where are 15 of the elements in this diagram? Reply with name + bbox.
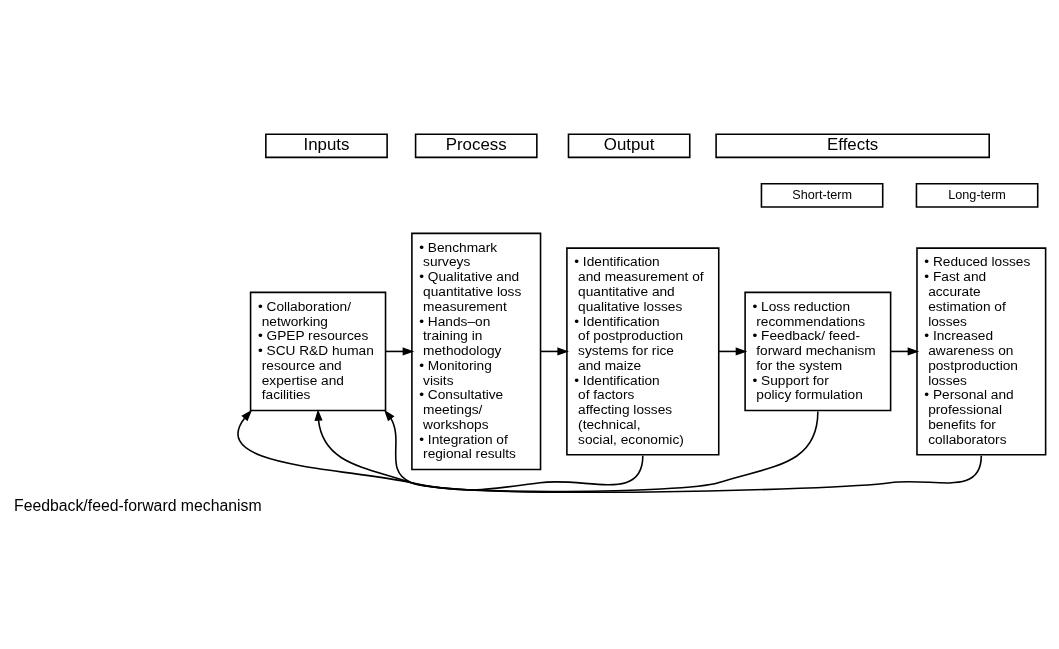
node-box: • Benchmark surveys • Qualitative and quantitative loss measurement • Hands–on training in methodology • Monitoring visits • Consultative meetings/ workshops • Integration of regional results: [411, 232, 542, 470]
node-box: Effects: [715, 132, 990, 158]
arrow: [237, 409, 644, 491]
arrow: [314, 408, 983, 493]
node-box: • Identification and measurement of quantitative and qualitative losses • Identification of postproduction systems for rice and maize • Identification of factors affecting losses (technical, social, economic): [566, 246, 720, 456]
arrow: [384, 409, 819, 492]
node-box: Output: [567, 132, 691, 158]
node-box: Process: [414, 132, 538, 158]
node-box: Inputs: [265, 132, 388, 158]
node-box: Long-term: [915, 182, 1039, 208]
node-box: • Loss reduction recommendations • Feedback/ feed-forward mechanism for the system • Support for policy formulation: [744, 291, 892, 411]
edge-label: Feedback/feed-forward mechanism: [14, 496, 262, 514]
node-box: • Collaboration/ networking • GPEP resources • SCU R&D human resource and expertise and facilities: [249, 291, 387, 411]
node-box: Short-term: [760, 182, 884, 208]
node-box: • Reduced losses • Fast and accurate estimation of losses • Increased awareness on postproduction losses • Personal and professional benefits for collaborators: [916, 246, 1047, 456]
